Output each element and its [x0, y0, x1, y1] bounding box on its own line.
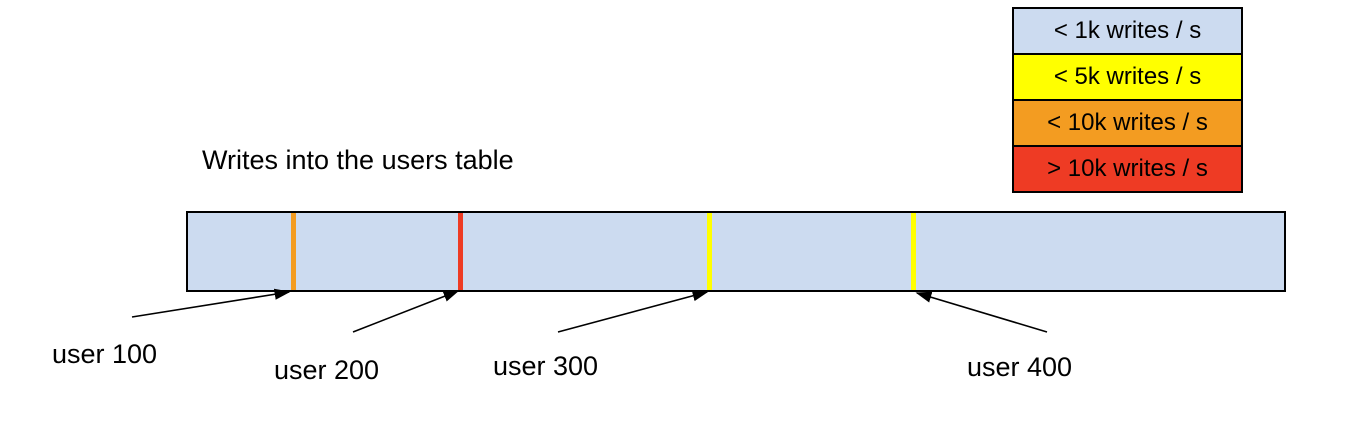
marker-label-user-300: user 300 [493, 351, 599, 381]
marker-label-user-100: user 100 [52, 339, 158, 369]
legend-item-label: < 1k writes / s [1053, 17, 1202, 44]
users-table-bar [186, 211, 1286, 292]
legend-item-gt-10k: > 10k writes / s [1012, 145, 1243, 193]
arrow-user-100 [131, 288, 291, 318]
marker-line-user-400 [911, 213, 916, 290]
legend-item-lt-5k: < 5k writes / s [1012, 53, 1243, 101]
marker-line-user-300 [707, 213, 712, 290]
marker-line-user-100 [291, 213, 296, 290]
marker-label-user-200: user 200 [274, 355, 380, 385]
arrow-user-300 [557, 290, 709, 333]
legend-item-lt-1k: < 1k writes / s [1012, 7, 1243, 55]
arrow-user-400 [915, 291, 1048, 333]
legend-item-lt-10k: < 10k writes / s [1012, 99, 1243, 147]
marker-line-user-200 [458, 213, 463, 290]
marker-label-user-400: user 400 [967, 352, 1073, 382]
arrow-user-200 [352, 290, 460, 333]
legend-item-label: < 10k writes / s [1047, 109, 1208, 136]
legend-item-label: < 5k writes / s [1053, 63, 1202, 90]
legend-item-label: > 10k writes / s [1047, 155, 1208, 182]
legend: < 1k writes / s < 5k writes / s < 10k wr… [1012, 7, 1243, 193]
diagram-title: Writes into the users table [202, 145, 514, 175]
